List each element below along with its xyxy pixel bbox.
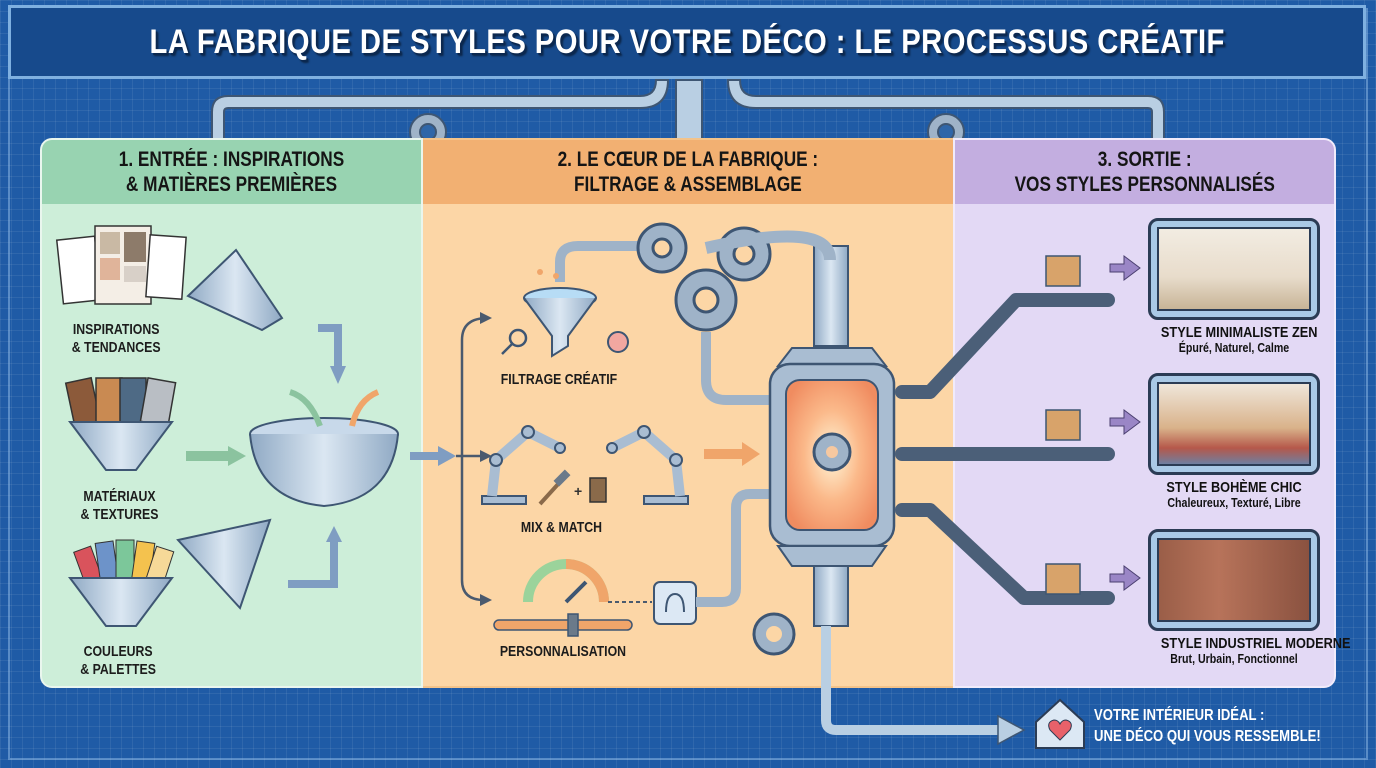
gear-icon (812, 432, 852, 472)
style-image-boheme (1148, 373, 1320, 475)
style-card-boheme: STYLE BOHÈME CHIC Chaleureux, Texturé, L… (1148, 373, 1320, 510)
arrow-icon (1109, 255, 1141, 591)
arrow-icon (288, 540, 338, 588)
hammer-icon (538, 469, 571, 506)
stage-input-header: 1. ENTRÉE : INSPIRATIONS & MATIÈRES PREM… (42, 140, 421, 204)
style-name: STYLE BOHÈME CHIC (1166, 479, 1302, 496)
funnel-icon (523, 241, 650, 358)
funnel-icon (186, 248, 284, 332)
final-message-line2: UNE DÉCO QUI VOUS RESSEMBLE! (1094, 728, 1321, 745)
stage-input-title-line2: & MATIÈRES PREMIÈRES (125, 173, 338, 196)
final-message-line1: VOTRE INTÉRIEUR IDÉAL : (1094, 707, 1265, 724)
style-image-industrial (1148, 529, 1320, 631)
style-description: Épuré, Naturel, Calme (1178, 341, 1290, 355)
gauge-icon (523, 559, 609, 604)
magnifier-icon (501, 328, 528, 355)
stage-core-header: 2. LE CŒUR DE LA FABRIQUE : FILTRAGE & A… (423, 140, 953, 204)
core-step-filtering: FILTRAGE CRÉATIF (500, 371, 618, 388)
svg-text:+: + (574, 483, 582, 499)
conveyor-belts (895, 293, 1115, 605)
moodboard-icon (55, 225, 187, 305)
arrow-icon (349, 389, 380, 427)
robot-arm-icon (481, 425, 689, 505)
slider-icon (493, 613, 633, 637)
stage-input-title-line1: 1. ENTRÉE : INSPIRATIONS (118, 148, 345, 171)
final-message: VOTRE INTÉRIEUR IDÉAL : UNE DÉCO QUI VOU… (1094, 705, 1321, 747)
stage-output-title-line2: VOS STYLES PERSONNALISÉS (1014, 173, 1275, 196)
core-step-mix-match: MIX & MATCH (520, 519, 602, 536)
style-card-minimalist: STYLE MINIMALISTE ZEN Épuré, Naturel, Ca… (1148, 218, 1320, 355)
package-icon (1045, 255, 1081, 595)
page-title: LA FABRIQUE DE STYLES POUR VOTRE DÉCO : … (149, 22, 1225, 61)
arrow-icon (318, 324, 342, 370)
stage-output-title-line1: 3. SORTIE : (1097, 148, 1192, 171)
stage-core-title-line2: FILTRAGE & ASSEMBLAGE (574, 173, 802, 196)
input-item-materials: MATÉRIAUX& TEXTURES (80, 488, 159, 523)
input-item-colors: COULEURS& PALETTES (80, 643, 156, 678)
mixing-bowl-icon (249, 389, 399, 508)
stage-core-title-line1: 2. LE CŒUR DE LA FABRIQUE : (557, 148, 819, 171)
style-description: Chaleureux, Texturé, Libre (1167, 496, 1301, 510)
title-bar: LA FABRIQUE DE STYLES POUR VOTRE DÉCO : … (8, 5, 1366, 79)
branch-arrows (460, 316, 489, 602)
core-step-personalisation: PERSONNALISATION (499, 643, 627, 660)
style-name: STYLE MINIMALISTE ZEN (1160, 324, 1318, 341)
pipe (701, 332, 772, 405)
style-description: Brut, Urbain, Fonctionnel (1170, 652, 1298, 666)
gear-icon (752, 612, 796, 656)
style-image-minimalist (1148, 218, 1320, 320)
fingerprint-icon (653, 581, 697, 625)
thread-spool-icon (589, 477, 607, 503)
house-heart-icon (1035, 698, 1085, 749)
brain-icon (607, 331, 629, 353)
style-card-industrial: STYLE INDUSTRIEL MODERNE Brut, Urbain, F… (1148, 529, 1351, 666)
funnel-icon (176, 518, 272, 610)
style-name: STYLE INDUSTRIEL MODERNE (1160, 635, 1351, 652)
stage-output-header: 3. SORTIE : VOS STYLES PERSONNALISÉS (955, 140, 1334, 204)
material-swatches-icon (64, 376, 177, 471)
reactor-machine-icon (704, 230, 1026, 746)
input-item-inspirations: INSPIRATIONS& TENDANCES (71, 321, 161, 356)
color-palette-icon (68, 539, 175, 627)
arrow-icon (288, 389, 323, 428)
